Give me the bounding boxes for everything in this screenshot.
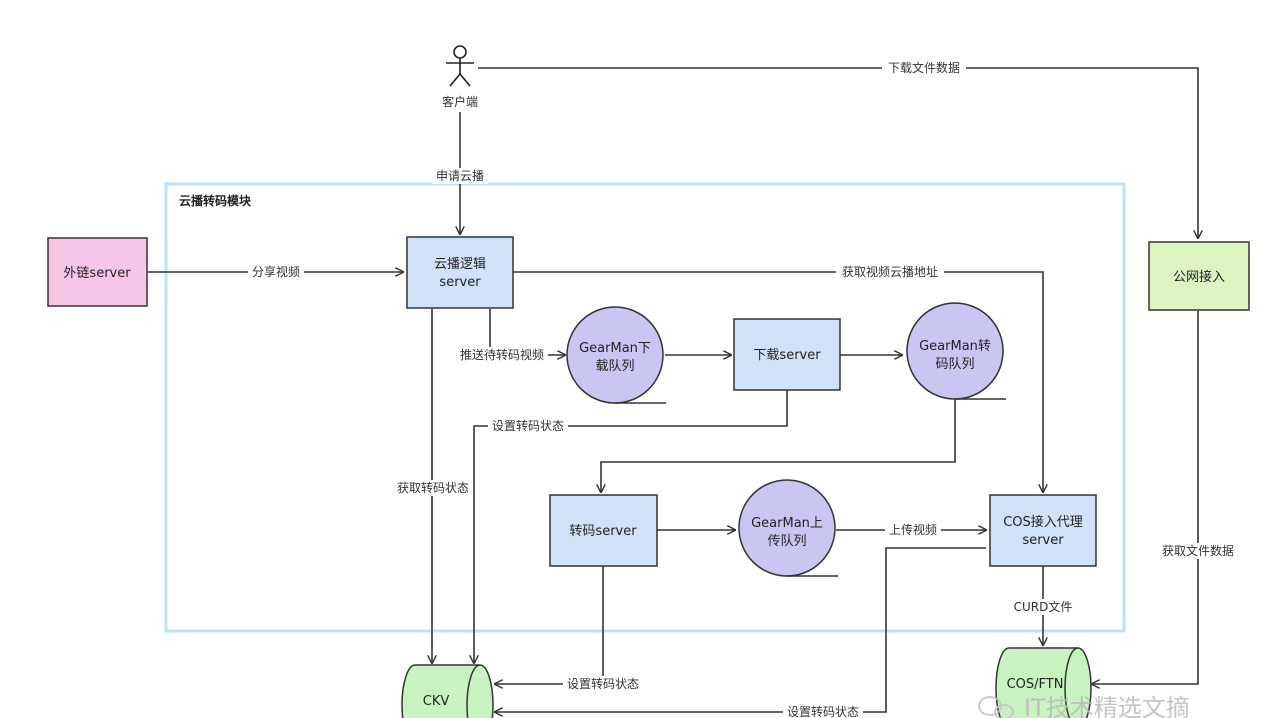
svg-text:COS接入代理: COS接入代理 [1003, 514, 1083, 530]
svg-text:CURD文件: CURD文件 [1014, 599, 1073, 614]
edge-label-curd-file: CURD文件 [1010, 599, 1076, 615]
client-label: 客户端 [442, 94, 478, 109]
svg-text:GearMan下: GearMan下 [579, 341, 651, 356]
svg-text:设置转码状态: 设置转码状态 [492, 418, 564, 433]
svg-text:下载文件数据: 下载文件数据 [888, 60, 960, 75]
edge-download-file-data [478, 67, 1198, 238]
watermark-text: IT技术精选文摘 [1024, 694, 1190, 718]
upload-queue-node: GearMan上 传队列 [738, 479, 838, 577]
edge-label-get-status: 获取转码状态 [393, 480, 473, 496]
edge-label-apply-cloud-play: 申请云播 [432, 168, 488, 184]
svg-text:COS/FTN: COS/FTN [1007, 677, 1064, 692]
download-server-node: 下载server [733, 318, 841, 391]
download-queue-node: GearMan下 载队列 [566, 306, 666, 404]
svg-text:上传视频: 上传视频 [889, 522, 937, 537]
svg-text:传队列: 传队列 [767, 534, 806, 549]
svg-text:云播逻辑: 云播逻辑 [434, 257, 486, 272]
edge-label-download-file-data: 下载文件数据 [882, 60, 966, 76]
edge-set-status-3 [495, 547, 986, 712]
svg-text:设置转码状态: 设置转码状态 [787, 704, 859, 718]
svg-text:外链server: 外链server [63, 266, 131, 281]
cos-proxy-server-node: COS接入代理 server [989, 494, 1097, 567]
cos-ftn-database-node: COS/FTN [995, 647, 1092, 718]
transcode-server-node: 转码server [549, 494, 658, 567]
external-server-node: 外链server [47, 237, 148, 307]
svg-text:GearMan转: GearMan转 [919, 339, 991, 354]
svg-text:载队列: 载队列 [595, 359, 634, 374]
wechat-logo-icon [978, 696, 1014, 718]
edge-label-set-status-3: 设置转码状态 [783, 704, 863, 718]
svg-text:server: server [1022, 533, 1064, 548]
svg-text:GearMan上: GearMan上 [751, 516, 823, 531]
edge-tqueue-to-transcode [601, 397, 956, 492]
transcode-queue-node: GearMan转 码队列 [906, 302, 1006, 400]
svg-text:获取转码状态: 获取转码状态 [397, 480, 469, 495]
svg-text:码队列: 码队列 [935, 357, 974, 372]
edge-label-push-pending: 推送待转码视频 [456, 347, 548, 363]
edge-label-set-status-2: 设置转码状态 [563, 676, 643, 692]
module-title: 云播转码模块 [179, 193, 252, 208]
svg-text:下载server: 下载server [753, 348, 821, 363]
ckv-database-node: CKV [401, 664, 494, 718]
svg-text:转码server: 转码server [569, 524, 637, 539]
logic-server-node: 云播逻辑 server [406, 236, 514, 309]
svg-text:server: server [439, 275, 481, 290]
edge-label-get-play-address: 获取视频云播地址 [836, 264, 944, 280]
svg-text:获取文件数据: 获取文件数据 [1162, 543, 1234, 558]
watermark: IT技术精选文摘 [978, 694, 1190, 718]
svg-text:申请云播: 申请云播 [436, 169, 484, 183]
client-actor-icon [446, 45, 474, 87]
edge-label-get-file-data: 获取文件数据 [1158, 543, 1238, 559]
module-container [164, 182, 1126, 633]
svg-text:推送待转码视频: 推送待转码视频 [460, 347, 544, 362]
edge-label-set-status-1: 设置转码状态 [488, 418, 568, 434]
svg-text:分享视频: 分享视频 [252, 264, 300, 279]
edge-set-status-1 [474, 390, 788, 663]
svg-text:获取视频云播地址: 获取视频云播地址 [842, 264, 938, 279]
edge-get-play-address [513, 271, 1043, 492]
svg-text:CKV: CKV [423, 694, 450, 709]
svg-text:设置转码状态: 设置转码状态 [567, 676, 639, 691]
edge-label-share-video: 分享视频 [248, 264, 304, 280]
edge-set-status-2 [495, 566, 604, 684]
public-access-node: 公网接入 [1148, 241, 1250, 311]
edge-label-upload-video: 上传视频 [885, 522, 941, 538]
edge-get-file-data [1092, 311, 1199, 684]
svg-text:公网接入: 公网接入 [1173, 269, 1225, 285]
